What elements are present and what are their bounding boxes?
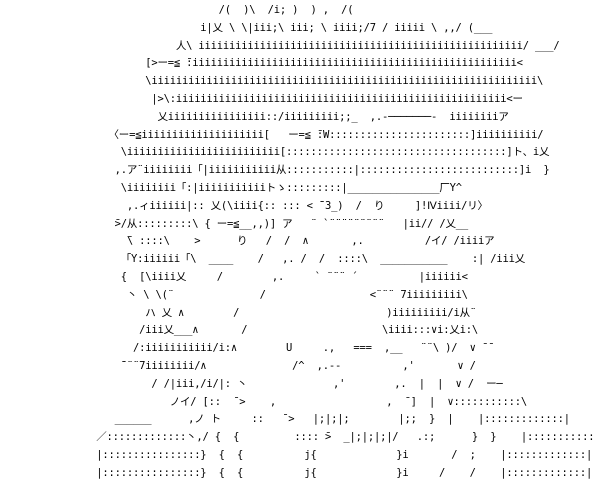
ascii-art-line: \iiiiiiiiiiiiiiiiiiiiiiiii[:::::::::::::…: [84, 146, 550, 159]
ascii-art-line: ノイ/ [:: ̄ > , , ̄ ] | ∨:::::::::::\: [84, 395, 528, 408]
ascii-art-line: |::::::::::::::::} { { j{ }i / ; |::::::…: [84, 448, 593, 461]
ascii-art-line: ______ ,ノ ト :: ̄ > |;|;|; |;; } | |:::::…: [84, 413, 570, 426]
ascii-art-line: ̄>/从:::::::::\ { ー=≦__,,)] ア ¨ `¨¨¨¨¨¨¨¨…: [84, 217, 469, 230]
ascii-art-line: /( )\ /i; ) ) , /(: [84, 4, 354, 16]
ascii-art-line: /:iiiiiiiiiii/i:∧ U ., === ,__ ¨¨\ )/ ∨ …: [84, 342, 489, 355]
ascii-art-line: { [\iiii乂 / ,. ` ¨¨¨ ´ |iiiiii<: [84, 270, 468, 283]
ascii-art-line: 人\ iiiiiiiiiiiiiiiiiiiiiiiiiiiiiiiiiiiii…: [84, 39, 560, 52]
ascii-art-line: ,.ア¨iiiiiiii「|iiiiiiiiiii从:::::::::::|::…: [84, 164, 550, 177]
ascii-art-line: ̄\ ::::\ > り / / ∧ ,. /イ/ /iiiiア: [84, 235, 495, 248]
ascii-art-line: 乂iiiiiiiiiiiiiiii::/iiiiiiiii;;_ ,.-────…: [84, 110, 509, 123]
ascii-art-line: \iiiiiiii「:|iiiiiiiiiiiトゝ:::::::::|_____…: [84, 181, 462, 194]
ascii-art-line: |::::::::::::::::} { { j{ }i / / |::::::…: [84, 466, 593, 479]
ascii-art-line: 丶 \ \(¨ / <¨¨¨ 7iiiiiiiii\: [84, 288, 468, 301]
ascii-art-line: ,.ィiiiiii|:: 乂(\iiii{:: ::: < ̄¨3_) / り …: [84, 199, 488, 212]
ascii-art-line: \iiiiiiiiiiiiiiiiiiiiiiiiiiiiiiiiiiiiiii…: [84, 75, 544, 88]
ascii-art-line: /iii乂___∧ / \iiii:::∨i:乂i:\: [84, 324, 479, 337]
ascii-art-line: 〈ー=≦iiiiiiiiiiiiiiiiiiii[ ー=≦ ̄:W:::::::…: [84, 128, 544, 141]
ascii-art-line: ハ 乂 ∧ / )iiiiiiiii/i从¨: [84, 306, 477, 319]
ascii-art-figure: /( )\ /i; ) ) , /( i|乂 \ \|iii;\ iii; \ …: [84, 2, 593, 483]
ascii-art-line: / /|iii,/i/|: 丶 ,' ,. | | ∨ / ー─: [84, 377, 503, 390]
ascii-art-line: |>\:iiiiiiiiiiiiiiiiiiiiiiiiiiiiiiiiiiii…: [84, 92, 523, 105]
ascii-art-line: [>ー=≦ ̄:iiiiiiiiiiiiiiiiiiiiiiiiiiiiiiii…: [84, 57, 523, 70]
ascii-art-line: i|乂 \ \|iii;\ iii; \ iiii;/7 / iiiii \ ,…: [84, 21, 493, 34]
ascii-art-line: ／:::::::::::::丶,/ { { :::: ̄> _|;|;|;|/ …: [84, 431, 593, 444]
ascii-art-line: ̄¨¨¨7iiiiiiii/∧ /^ ,.-‐ ,' ∨ /: [84, 359, 476, 372]
ascii-art-line: 「Y:iiiiii「\ ____ / ,. / / ::::\ ________…: [84, 253, 526, 266]
